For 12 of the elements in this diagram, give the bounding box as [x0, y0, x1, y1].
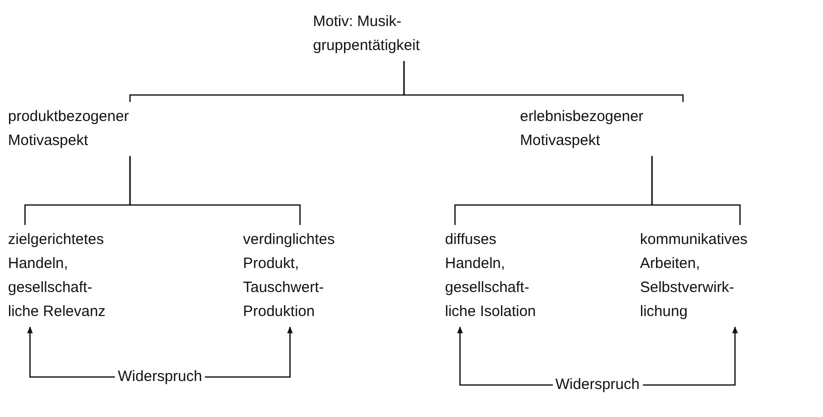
- node-text: verdinglichtes Produkt, Tauschwert- Produktion: [243, 230, 336, 322]
- edge-label: Widerspruch: [114, 368, 206, 386]
- node-text: kommunikatives Arbeiten, Selbstverwirk- lichung: [640, 230, 749, 322]
- node-text: diffuses Handeln, gesellschaft- liche Isolation: [445, 230, 537, 322]
- node-text: erlebnisbezogener Motivaspekt: [520, 107, 644, 151]
- connector-line: [129, 156, 301, 225]
- node-text: produktbezogener Motivaspekt: [8, 107, 130, 151]
- edge-label: Widerspruch: [552, 376, 643, 394]
- node-text: zielgerichtetes Handeln, gesellschaft- liche Relevanz: [8, 230, 107, 322]
- connector-line: [403, 61, 684, 102]
- connector-line: [651, 156, 741, 225]
- node-text: Motiv: Musik- gruppentätigkeit: [313, 12, 421, 56]
